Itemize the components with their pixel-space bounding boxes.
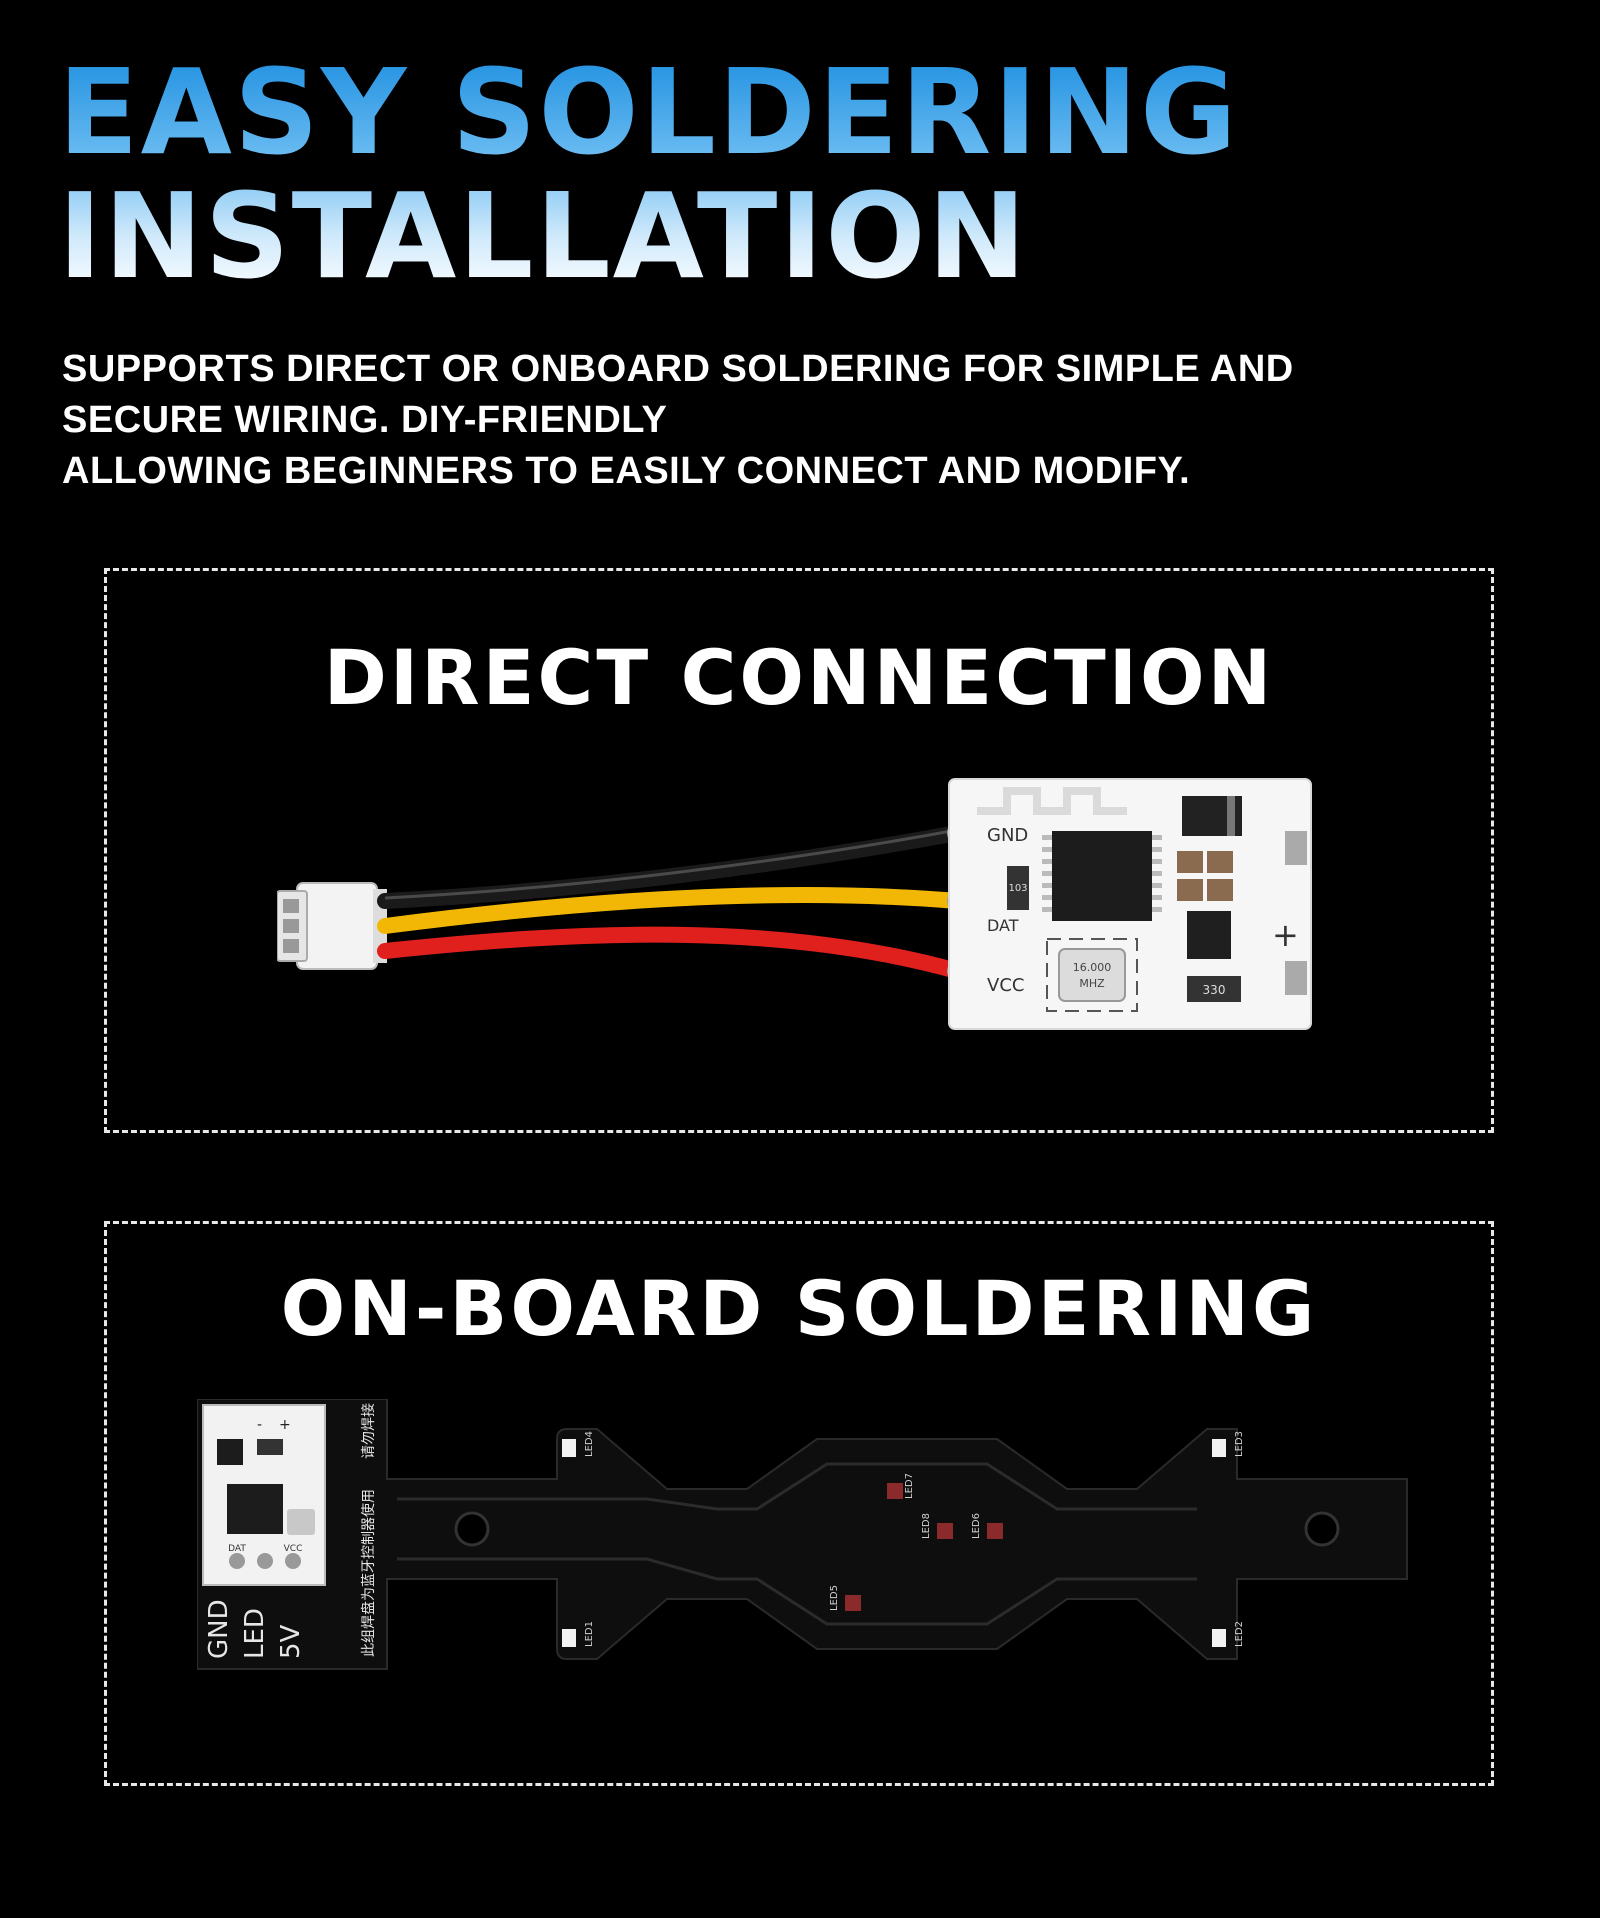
board-led-label: LED: [240, 1608, 270, 1659]
board-5v-label: 5V: [276, 1624, 306, 1659]
resistor-a-label: 103: [1008, 883, 1027, 894]
black-wire-highlight: [384, 828, 958, 900]
gnd-label: GND: [987, 825, 1028, 846]
board-gnd-label: GND: [204, 1599, 234, 1659]
red-wire: [377, 926, 965, 979]
controller-board: GND DAT VCC 103: [948, 778, 1312, 1030]
jst-connector: [277, 882, 387, 970]
yellow-wire: [377, 887, 965, 934]
led-chips: [562, 1439, 1226, 1647]
led3-label: LED3: [1234, 1431, 1245, 1457]
led-strip-board: [197, 1399, 1408, 1670]
crystal-unit: MHZ: [1079, 977, 1105, 990]
headline: EASY SOLDERING INSTALLATION: [58, 50, 1358, 298]
headline-line-1: EASY SOLDERING: [58, 43, 1239, 181]
black-wire: [377, 825, 965, 909]
plus-sign: +: [1272, 916, 1299, 954]
resistor-b-label: 330: [1203, 983, 1226, 997]
controller-module: - + DAT VCC: [202, 1404, 326, 1586]
subtitle-line-3: ALLOWING BEGINNERS TO EASILY CONNECT AND…: [62, 450, 1191, 492]
led4-label: LED4: [584, 1431, 595, 1457]
dat-label: DAT: [987, 916, 1019, 935]
onboard-soldering-panel: ON-BOARD SOLDERING - + DAT VCC GND LED 5…: [104, 1221, 1494, 1786]
direct-connection-photo: GND DAT VCC 103: [277, 778, 1312, 1030]
headline-line-2: INSTALLATION: [58, 167, 1029, 305]
module-plus: +: [279, 1417, 291, 1433]
direct-connection-panel: DIRECT CONNECTION GND DAT VCC: [104, 568, 1494, 1133]
led8-label: LED8: [921, 1513, 932, 1539]
onboard-soldering-title: ON-BOARD SOLDERING: [280, 1264, 1318, 1353]
subtitle-line-1: SUPPORTS DIRECT OR ONBOARD SOLDERING FOR…: [62, 348, 1294, 390]
module-dat: DAT: [228, 1544, 246, 1554]
board-note-2: 请勿焊接: [360, 1403, 377, 1459]
vcc-label: VCC: [987, 975, 1024, 996]
onboard-soldering-photo: - + DAT VCC GND LED 5V 此组焊盘为蓝牙控制器使用 请勿焊接: [197, 1399, 1408, 1670]
led6-label: LED6: [971, 1513, 982, 1539]
subtitle-line-2: SECURE WIRING. DIY-FRIENDLY: [62, 399, 668, 441]
direct-connection-title: DIRECT CONNECTION: [323, 633, 1275, 722]
crystal-freq: 16.000: [1073, 961, 1112, 974]
led2-label: LED2: [1234, 1621, 1245, 1647]
led1-label: LED1: [584, 1621, 595, 1647]
led7-label: LED7: [904, 1473, 915, 1499]
subtitle: SUPPORTS DIRECT OR ONBOARD SOLDERING FOR…: [62, 344, 1522, 497]
led5-label: LED5: [829, 1585, 840, 1611]
module-minus: -: [257, 1417, 262, 1433]
led-labels: LED1 LED2 LED3 LED4 LED5 LED6 LED7 LED8: [584, 1431, 1245, 1647]
module-vcc: VCC: [284, 1544, 303, 1554]
board-note-1: 此组焊盘为蓝牙控制器使用: [360, 1489, 377, 1657]
